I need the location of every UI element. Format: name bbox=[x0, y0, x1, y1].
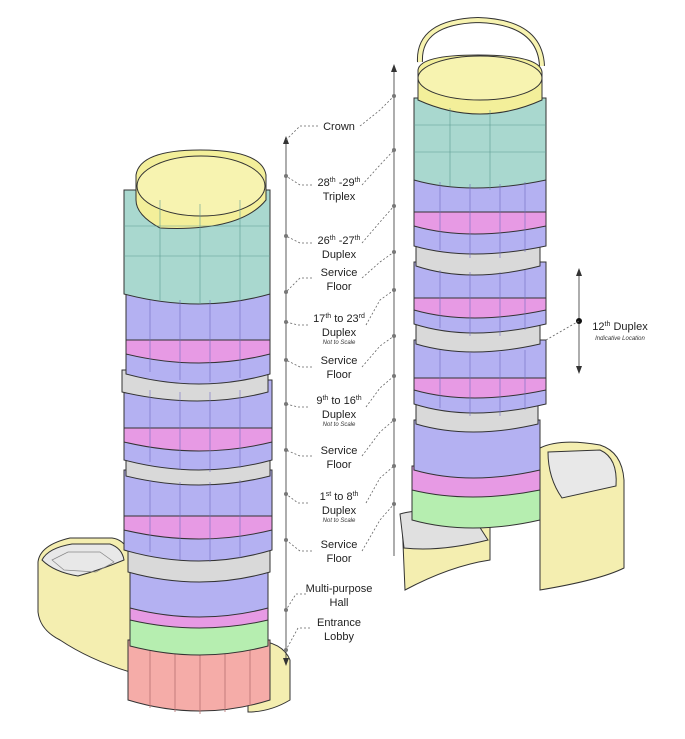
label-service-floor-4: Service Floor bbox=[321, 539, 358, 565]
label-service-floor-2: Service Floor bbox=[321, 355, 358, 381]
svg-text:Floor: Floor bbox=[326, 459, 351, 471]
svg-text:Indicative Location: Indicative Location bbox=[595, 336, 645, 342]
svg-text:12th Duplex: 12th Duplex bbox=[592, 321, 648, 333]
left-dimension-line bbox=[283, 136, 289, 666]
label-multi-purpose-hall: Multi-purpose Hall bbox=[306, 583, 373, 609]
label-26-27-duplex: 26th -27th Duplex bbox=[318, 235, 361, 261]
label-12th-duplex: 12th Duplex Indicative Location bbox=[592, 321, 648, 342]
floor-labels: Crown 28th -29th Triplex 26th -27th Dupl… bbox=[306, 121, 649, 643]
svg-text:Lobby: Lobby bbox=[324, 631, 354, 643]
12th-duplex-dimension bbox=[545, 268, 582, 374]
svg-text:17th to 23rd: 17th to 23rd bbox=[313, 313, 365, 325]
svg-text:9th to 16th: 9th to 16th bbox=[316, 395, 361, 407]
right-tower bbox=[399, 16, 625, 591]
label-crown: Crown bbox=[323, 121, 355, 133]
right-dimension-line bbox=[391, 64, 397, 556]
svg-text:1st to 8th: 1st to 8th bbox=[320, 491, 359, 503]
svg-text:Not to Scale: Not to Scale bbox=[323, 518, 356, 524]
svg-text:Service: Service bbox=[321, 355, 358, 367]
svg-text:Duplex: Duplex bbox=[322, 505, 357, 517]
svg-text:Service: Service bbox=[321, 267, 358, 279]
svg-text:Service: Service bbox=[321, 539, 358, 551]
svg-text:Crown: Crown bbox=[323, 121, 355, 133]
svg-text:Triplex: Triplex bbox=[323, 191, 356, 203]
label-service-floor-3: Service Floor bbox=[321, 445, 358, 471]
left-hall-block bbox=[129, 617, 269, 656]
svg-text:Duplex: Duplex bbox=[322, 327, 357, 339]
svg-text:Service: Service bbox=[321, 445, 358, 457]
svg-text:Not to Scale: Not to Scale bbox=[323, 340, 356, 346]
left-podium bbox=[37, 537, 131, 673]
label-service-floor-1: Service Floor bbox=[321, 267, 358, 293]
label-1-8-duplex: 1st to 8th Duplex Not to Scale bbox=[320, 491, 359, 524]
left-leader-lines bbox=[285, 125, 318, 651]
label-17-23-duplex: 17th to 23rd Duplex Not to Scale bbox=[313, 313, 365, 346]
svg-text:Floor: Floor bbox=[326, 553, 351, 565]
right-duplex-1 bbox=[413, 419, 541, 479]
left-duplex-2 bbox=[123, 469, 273, 562]
right-leader-lines bbox=[359, 95, 395, 552]
svg-text:Duplex: Duplex bbox=[322, 409, 357, 421]
label-9-16-duplex: 9th to 16th Duplex Not to Scale bbox=[316, 395, 361, 428]
svg-text:26th -27th: 26th -27th bbox=[318, 235, 361, 247]
svg-text:Floor: Floor bbox=[326, 369, 351, 381]
label-28-29-triplex: 28th -29th Triplex bbox=[318, 177, 361, 203]
svg-text:Floor: Floor bbox=[326, 281, 351, 293]
svg-text:Hall: Hall bbox=[330, 597, 349, 609]
right-hall-block bbox=[411, 487, 541, 529]
svg-text:Duplex: Duplex bbox=[322, 249, 357, 261]
left-lobby-block bbox=[127, 639, 271, 712]
svg-text:Not to Scale: Not to Scale bbox=[323, 422, 356, 428]
right-triplex bbox=[413, 97, 547, 189]
label-entrance-lobby: Entrance Lobby bbox=[317, 617, 361, 643]
svg-text:28th -29th: 28th -29th bbox=[318, 177, 361, 189]
left-duplex-1 bbox=[129, 567, 269, 618]
left-tower bbox=[37, 149, 291, 714]
svg-text:Entrance: Entrance bbox=[317, 617, 361, 629]
svg-text:Multi-purpose: Multi-purpose bbox=[306, 583, 373, 595]
